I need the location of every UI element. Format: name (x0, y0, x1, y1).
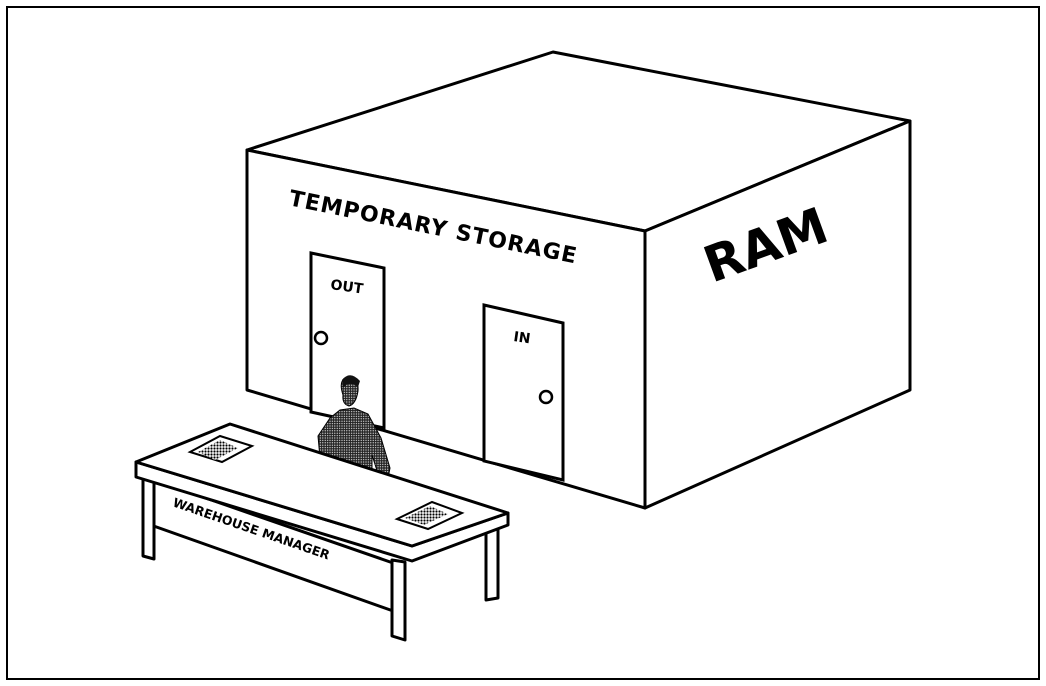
door-out-knob (315, 332, 327, 344)
door-in-label: IN (512, 329, 531, 347)
desk-leg-front-left (143, 476, 154, 559)
door-in[interactable]: IN (484, 305, 563, 480)
desk-leg-front-right (392, 560, 405, 640)
door-in-knob (540, 391, 552, 403)
